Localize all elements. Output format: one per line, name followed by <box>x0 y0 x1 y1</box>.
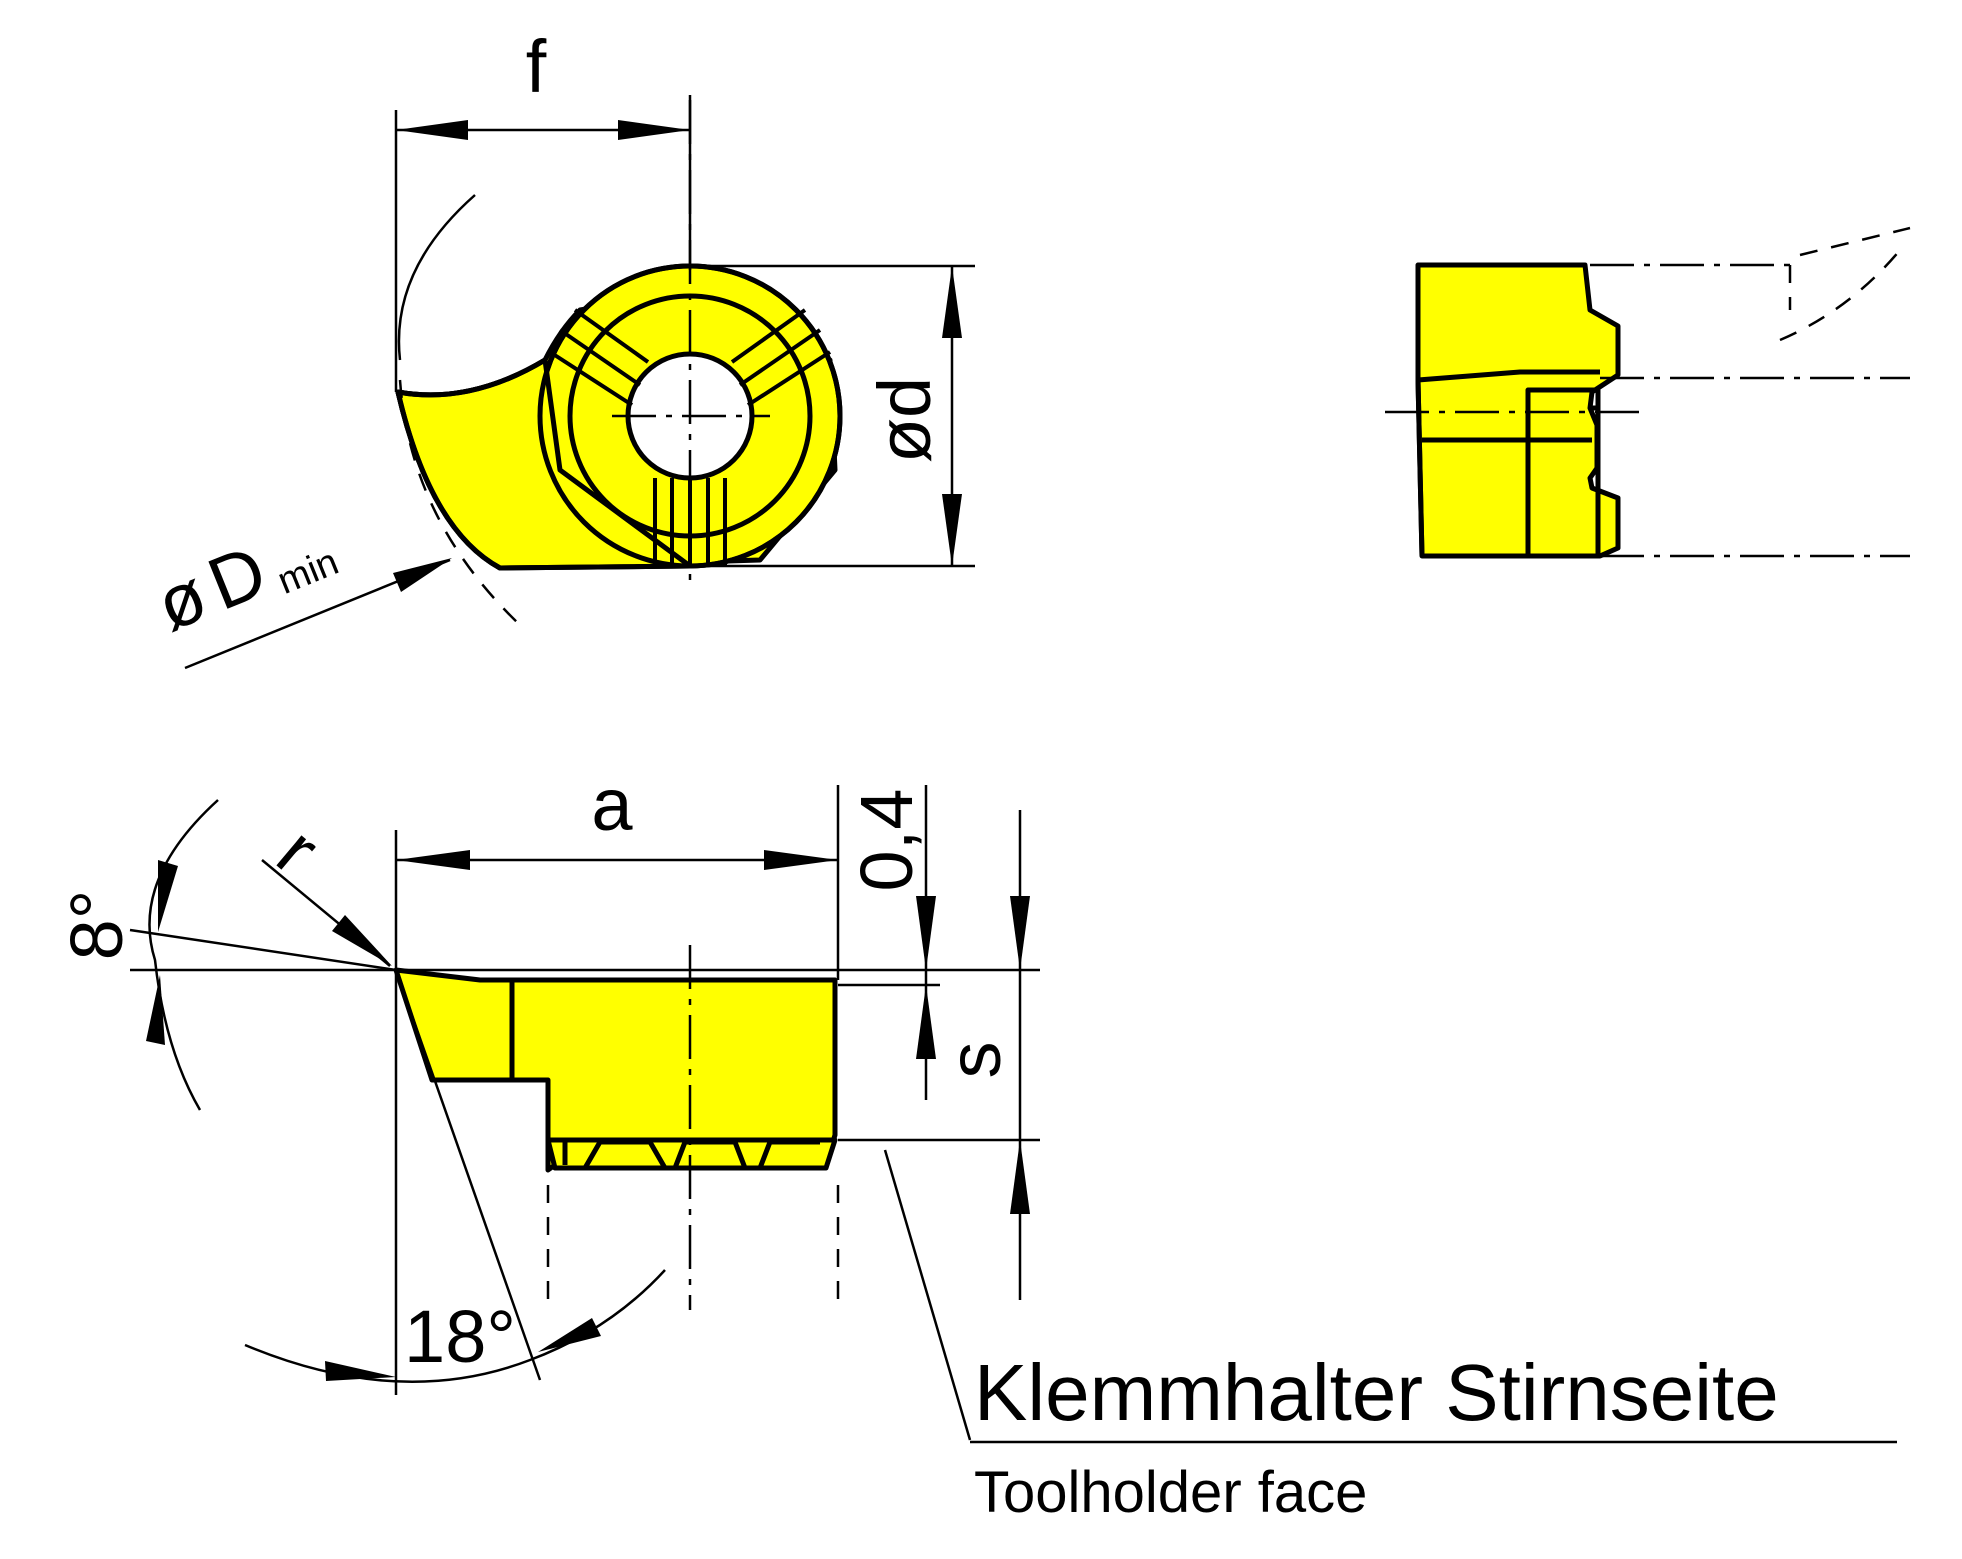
dmin-arc <box>397 194 476 361</box>
f-arrow-right <box>618 120 690 140</box>
s-arrow-top <box>1010 896 1030 970</box>
side-diag-phantom <box>1779 226 1911 342</box>
insert-side-detail <box>1415 265 1600 557</box>
r-arrow <box>332 915 392 966</box>
a-arrow-right <box>764 850 838 870</box>
front-view: a r 0,4 s 8° 18° Klemmhalter Stirnseite … <box>55 763 1897 1525</box>
insert-side-body <box>1415 262 1621 559</box>
d-arrow-bottom <box>942 494 962 566</box>
angle8-line <box>129 928 397 972</box>
holder-label-de: Klemmhalter Stirnseite <box>974 1348 1779 1437</box>
holder-label-en: Toolholder face <box>974 1460 1367 1525</box>
top-view: f ød ø D min <box>145 25 975 670</box>
insert-front-grooves <box>509 980 835 1170</box>
dmin-arrow <box>393 558 452 592</box>
insert-side-slot <box>1525 387 1601 559</box>
angle18-line <box>394 969 542 1381</box>
dim-04-label: 0,4 <box>845 789 928 892</box>
side-view <box>1385 226 1911 559</box>
dim-s-label: s <box>933 1042 1016 1079</box>
dim-f-label: f <box>526 25 547 108</box>
angle-18-label: 18° <box>404 1295 516 1378</box>
s-arrow-bottom <box>1010 1140 1030 1214</box>
angle-8-label: 8° <box>55 890 138 961</box>
d04-arrow-top <box>916 896 936 970</box>
angle18-arrow-right <box>538 1318 601 1352</box>
a-arrow-left <box>396 850 470 870</box>
dmin-label: ø D min <box>145 529 345 647</box>
angle8-arrow-top <box>158 860 178 932</box>
dim-r-label: r <box>262 811 334 890</box>
svg-text:min: min <box>272 541 345 603</box>
d-arrow-top <box>942 266 962 338</box>
dim-a-label: a <box>591 763 633 846</box>
holder-leader <box>883 1149 972 1441</box>
d04-arrow-bottom <box>916 985 936 1059</box>
f-arrow-left <box>396 120 468 140</box>
dim-d-label: ød <box>863 377 946 463</box>
dmin-arc-dashed <box>398 379 521 626</box>
angle8-arrow-bottom <box>146 975 165 1045</box>
angle8-arc <box>148 799 219 1111</box>
angle18-arrow-left <box>325 1361 396 1381</box>
